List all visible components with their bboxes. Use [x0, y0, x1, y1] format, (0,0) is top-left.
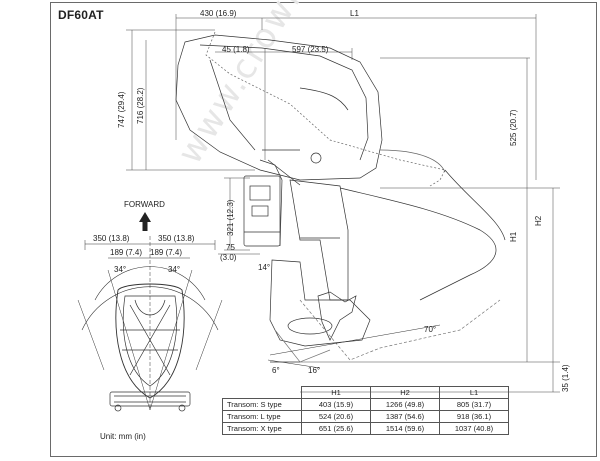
dim-716: 716 (28.2)	[136, 87, 145, 124]
header-l1: L1	[439, 386, 509, 399]
dim-top-l1: L1	[350, 9, 359, 18]
model-title: DF60AT	[58, 8, 104, 22]
row-label: Transom: L type	[222, 410, 302, 423]
dim-597: 597 (23.5)	[292, 45, 329, 54]
forward-label: FORWARD	[124, 200, 165, 209]
cell-h1: 403 (15.9)	[301, 398, 371, 411]
dim-321: 321 (12.3)	[226, 199, 235, 236]
row-label: Transom: S type	[222, 398, 302, 411]
dim-45: 45 (1.8)	[222, 45, 250, 54]
cell-h2: 1514 (59.6)	[370, 422, 440, 435]
angle-70: 70°	[424, 325, 437, 334]
row-label: Transom: X type	[222, 422, 302, 435]
cell-l1: 1037 (40.8)	[439, 422, 509, 435]
forward-arrow-icon	[139, 212, 151, 231]
dim-half-right: 189 (7.4)	[150, 248, 183, 257]
cell-h2: 1387 (54.6)	[370, 410, 440, 423]
cell-l1: 805 (31.7)	[439, 398, 509, 411]
table-corner	[222, 386, 302, 399]
angle-34-left: 34°	[114, 265, 127, 274]
drawing-frame	[50, 2, 597, 457]
cell-h1: 524 (20.6)	[301, 410, 371, 423]
cell-h2: 1266 (49.8)	[370, 398, 440, 411]
angle-16: 16°	[308, 366, 321, 375]
dim-35: 35 (1.4)	[561, 364, 570, 392]
dim-top-430: 430 (16.9)	[200, 9, 237, 18]
cell-l1: 918 (36.1)	[439, 410, 509, 423]
dim-width-left: 350 (13.8)	[93, 234, 130, 243]
angle-14: 14°	[258, 263, 271, 272]
dim-h1: H1	[509, 231, 518, 242]
table-header-row: H1 H2 L1	[222, 386, 509, 399]
dim-75: 75	[226, 243, 235, 252]
top-view-motor	[77, 236, 223, 412]
dim-half-left: 189 (7.4)	[110, 248, 143, 257]
side-view-dimension-lines	[126, 14, 560, 393]
dim-747: 747 (29.4)	[117, 91, 126, 128]
table-row: Transom: S type 403 (15.9) 1266 (49.8) 8…	[222, 398, 509, 411]
header-h1: H1	[301, 386, 371, 399]
dim-525: 525 (20.7)	[509, 109, 518, 146]
dim-width-right: 350 (13.8)	[158, 234, 195, 243]
header-h2: H2	[370, 386, 440, 399]
angle-6: 6°	[272, 366, 280, 375]
table-row: Transom: L type 524 (20.6) 1387 (54.6) 9…	[222, 410, 509, 423]
transom-spec-table: H1 H2 L1 Transom: S type 403 (15.9) 1266…	[222, 386, 509, 435]
dim-h2: H2	[534, 215, 543, 226]
table-row: Transom: X type 651 (25.6) 1514 (59.6) 1…	[222, 422, 509, 435]
dim-75-in: (3.0)	[220, 253, 237, 262]
cell-h1: 651 (25.6)	[301, 422, 371, 435]
angle-34-right: 34°	[168, 265, 181, 274]
unit-label: Unit: mm (in)	[100, 432, 146, 441]
side-view-motor	[175, 31, 506, 369]
